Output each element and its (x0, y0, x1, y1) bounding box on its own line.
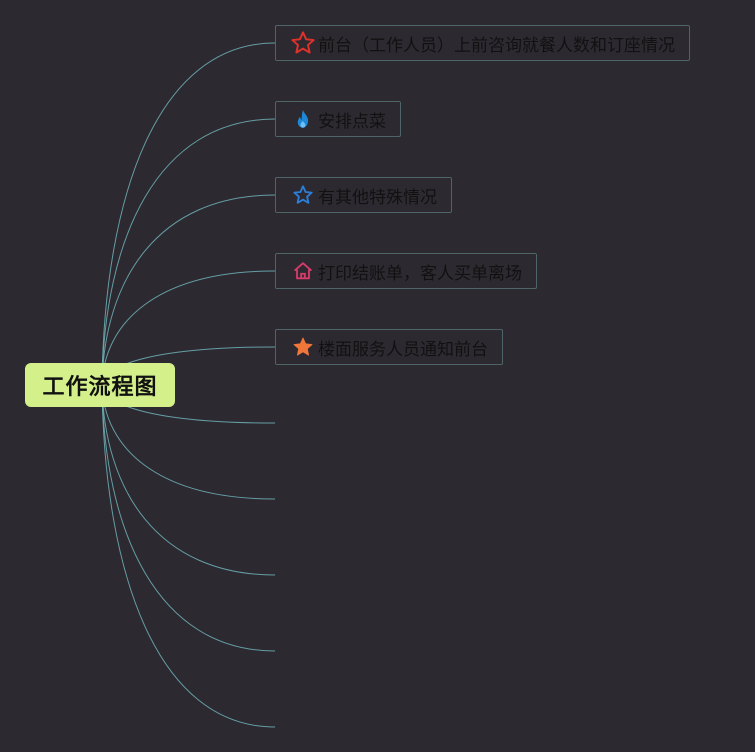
star-filled-icon (290, 334, 316, 360)
connector-line-9 (101, 384, 276, 652)
topic-label: 有其他特殊情况 (318, 187, 437, 208)
connector-line-1 (101, 42, 276, 386)
star-outline-icon (290, 182, 316, 208)
connector-line-2 (101, 118, 276, 386)
root-topic-label: 工作流程图 (42, 375, 158, 400)
fire-icon (290, 106, 316, 132)
root-topic[interactable]: 工作流程图 (25, 363, 175, 407)
topic-special-cases[interactable]: 有其他特殊情况 (275, 177, 452, 213)
topic-label: 前台（工作人员）上前咨询就餐人数和订座情况 (318, 35, 675, 56)
topic-floor-staff-notify[interactable]: 楼面服务人员通知前台 (275, 329, 503, 365)
topic-front-desk-inquiry[interactable]: 前台（工作人员）上前咨询就餐人数和订座情况 (275, 25, 690, 61)
star-outline-icon (290, 30, 316, 56)
connector-line-8 (101, 384, 276, 576)
topic-label: 打印结账单，客人买单离场 (318, 263, 522, 284)
topic-label: 楼面服务人员通知前台 (318, 339, 488, 360)
connector-line-10 (101, 384, 276, 728)
connector-line-3 (101, 194, 276, 386)
topic-label: 安排点菜 (318, 111, 386, 132)
topic-arrange-order[interactable]: 安排点菜 (275, 101, 401, 137)
home-icon (290, 258, 316, 284)
topic-print-bill[interactable]: 打印结账单，客人买单离场 (275, 253, 537, 289)
